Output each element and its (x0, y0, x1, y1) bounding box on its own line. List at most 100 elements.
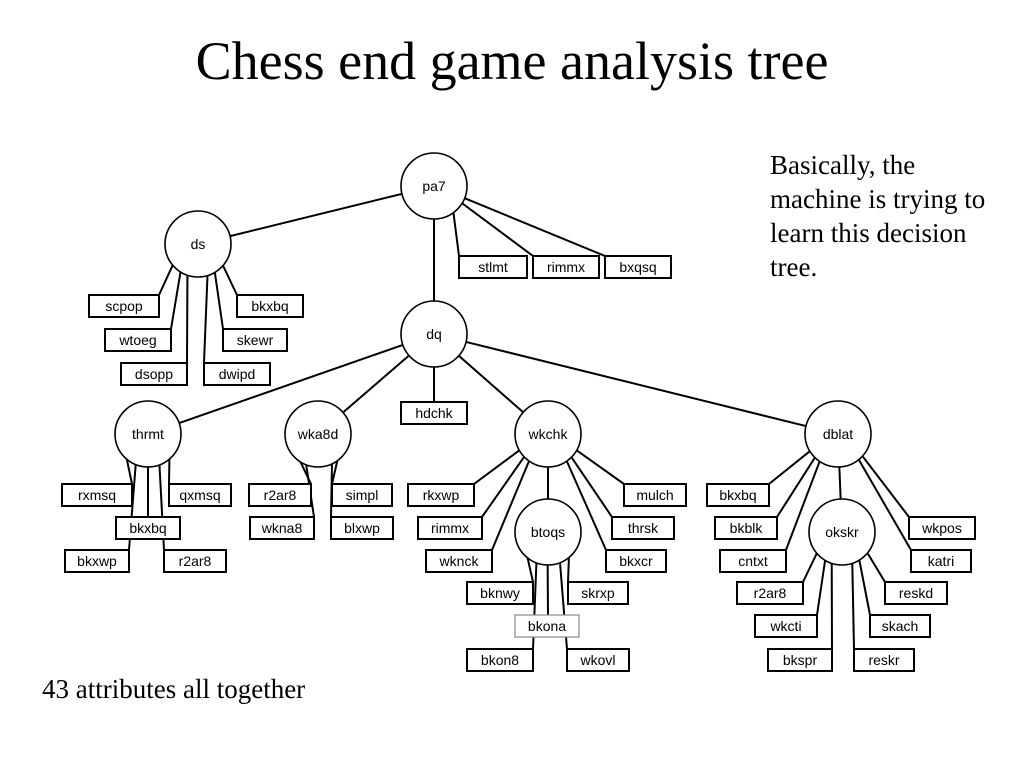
leaf-bkspr: bkspr (767, 648, 833, 672)
leaf-wkna8: wkna8 (249, 516, 315, 540)
leaf-label: dwipd (219, 366, 256, 382)
leaf-rxmsq: rxmsq (61, 483, 133, 507)
leaf-box (248, 483, 312, 507)
node-circle (808, 498, 876, 566)
edge-okskr-reskd (866, 552, 886, 583)
node-wka8d: wka8d (284, 400, 352, 468)
edge-wkchk-bkxcr (565, 460, 607, 551)
leaf-bkblk: bkblk (714, 516, 778, 540)
edge-dq-wka8d (342, 354, 410, 414)
leaf-label: skewr (237, 332, 274, 348)
leaf-box (466, 581, 534, 605)
leaf-wkovl: wkovl (566, 648, 630, 672)
leaf-scpop: scpop (88, 294, 160, 318)
edge-dblat-okskr (838, 466, 842, 500)
leaf-label: wkna8 (261, 520, 303, 536)
node-label: dblat (823, 426, 853, 442)
node-circle (400, 152, 468, 220)
leaf-rkxwp: rkxwp (407, 483, 475, 507)
leaf-box (567, 581, 629, 605)
slide-title: Chess end game analysis tree (195, 31, 829, 91)
leaf-label: wkpos (921, 520, 962, 536)
leaf-label: skrxp (581, 585, 615, 601)
leaf-label: stlmt (478, 259, 508, 275)
node-wkchk: wkchk (514, 400, 582, 468)
leaf-box (88, 294, 160, 318)
node-circle (400, 300, 468, 368)
leaf-bkxbq: bkxbq (115, 516, 181, 540)
leaf-bknwy: bknwy (466, 581, 534, 605)
leaf-box (417, 516, 483, 540)
leaf-box (714, 516, 778, 540)
leaf-label: reskd (899, 585, 933, 601)
leaf-box (908, 516, 976, 540)
node-circle (804, 400, 872, 468)
leaf-wkpos: wkpos (908, 516, 976, 540)
leaf-r2ar8: r2ar8 (248, 483, 312, 507)
leaf-label: scpop (105, 298, 143, 314)
leaf-bkxcr: bkxcr (605, 549, 667, 573)
edge-okskr-wkcti (816, 560, 827, 616)
leaf-box (249, 516, 315, 540)
leaf-box (400, 401, 468, 425)
leaf-label: r2ar8 (264, 487, 297, 503)
leaf-label: rimmx (431, 520, 469, 536)
node-btoqs: btoqs (514, 498, 582, 566)
edge-pa7-rimmx (461, 202, 534, 257)
leaf-label: bxqsq (619, 259, 656, 275)
leaf-label: bkxbq (719, 487, 756, 503)
leaf-box (719, 549, 787, 573)
leaf-label: bkspr (783, 652, 818, 668)
leaf-bxqsq: bxqsq (604, 255, 672, 279)
leaf-box (203, 362, 271, 386)
leaf-wkcti: wkcti (754, 614, 818, 638)
leaf-box (566, 648, 630, 672)
leaf-simpl: simpl (331, 483, 393, 507)
leaf-qxmsq: qxmsq (168, 483, 232, 507)
leaf-skach: skach (869, 614, 931, 638)
leaf-box (466, 648, 534, 672)
node-label: ds (191, 236, 206, 252)
leaf-label: bkon8 (481, 652, 519, 668)
node-circle (284, 400, 352, 468)
footer-note: 43 attributes all together (42, 674, 306, 704)
leaf-box (611, 516, 675, 540)
edge-okskr-r2ar8 (802, 552, 818, 583)
node-ds: ds (164, 210, 232, 278)
leaf-label: katri (928, 553, 954, 569)
leaf-label: qxmsq (179, 487, 220, 503)
edge-dq-wkchk (458, 355, 524, 413)
leaf-bkxbq: bkxbq (706, 483, 770, 507)
leaf-box (330, 516, 394, 540)
edge-ds-dwipd (203, 275, 209, 364)
leaf-blxwp: blxwp (330, 516, 394, 540)
leaf-label: rxmsq (78, 487, 116, 503)
leaf-label: wknck (439, 553, 480, 569)
leaf-box (604, 255, 672, 279)
leaf-dwipd: dwipd (203, 362, 271, 386)
edge-wkchk-rkxwp (473, 449, 520, 485)
node-label: wkchk (528, 426, 569, 442)
leaf-label: rimmx (547, 259, 585, 275)
leaf-stlmt: stlmt (458, 255, 528, 279)
leaf-wknck: wknck (425, 549, 493, 573)
leaf-label: bkona (528, 618, 566, 634)
leaf-box (623, 483, 687, 507)
leaf-box (853, 648, 915, 672)
node-dblat: dblat (804, 400, 872, 468)
node-circle (114, 400, 182, 468)
leaf-rimmx: rimmx (532, 255, 600, 279)
node-pa7: pa7 (400, 152, 468, 220)
edge-ds-wtoeg (170, 271, 182, 330)
leaf-box (425, 549, 493, 573)
leaf-label: hdchk (415, 405, 453, 421)
leaf-box (605, 549, 667, 573)
leaf-box (163, 549, 227, 573)
leaf-label: rkxwp (423, 487, 460, 503)
leaf-label: reskr (868, 652, 899, 668)
leaf-box (104, 328, 172, 352)
leaf-box (532, 255, 600, 279)
leaf-box (168, 483, 232, 507)
node-dq: dq (400, 300, 468, 368)
edge-okskr-skach (858, 559, 871, 616)
